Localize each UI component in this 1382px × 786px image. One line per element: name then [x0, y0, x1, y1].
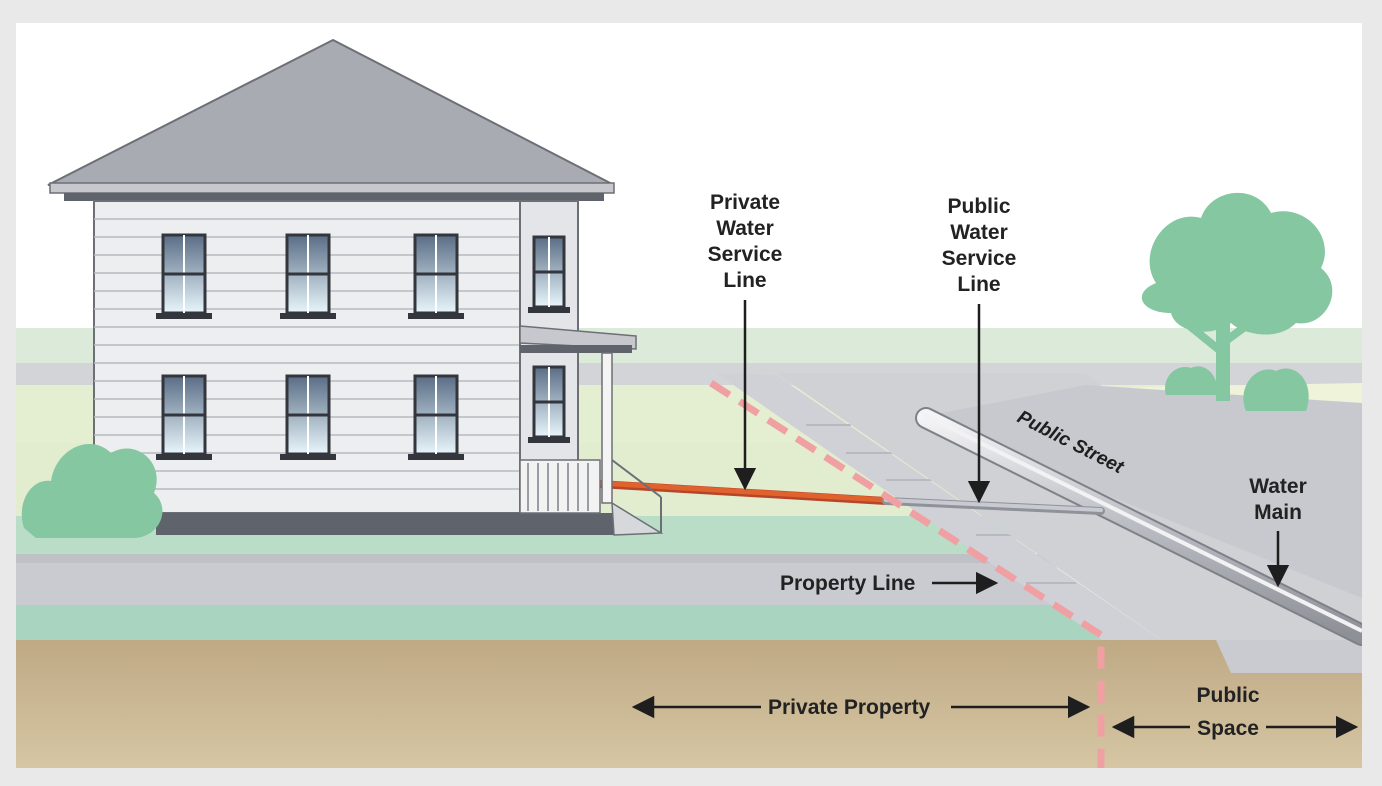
private-property-text: Private Property — [768, 696, 931, 719]
shrub-icon — [21, 443, 163, 538]
water-main-label-2: Main — [1254, 501, 1302, 524]
water-service-diagram: Private Water Service Line Public Water … — [16, 23, 1362, 768]
private-line-label-1: Private — [710, 191, 780, 214]
public-line-label-3: Service — [942, 247, 1017, 270]
private-line-label-3: Service — [708, 243, 783, 266]
property-line-label: Property Line — [780, 571, 999, 595]
window — [408, 233, 464, 319]
public-line-label-4: Line — [957, 273, 1000, 296]
private-line-label-2: Water — [716, 217, 774, 240]
public-line-label: Public Water Service Line — [942, 195, 1017, 504]
public-space-label-1: Public — [1196, 684, 1259, 707]
public-line-label-2: Water — [950, 221, 1008, 244]
public-line-label-1: Public — [947, 195, 1010, 218]
property-line-text: Property Line — [780, 572, 915, 595]
property-line-marker — [709, 380, 1105, 768]
public-space-label: Public Space — [1111, 684, 1359, 740]
window — [528, 365, 570, 443]
water-main-label: Water Main — [1249, 475, 1307, 588]
service-line-pipes — [578, 479, 1105, 515]
diagram-canvas: Private Water Service Line Public Water … — [16, 38, 1362, 768]
shrub-icon — [1165, 366, 1309, 411]
window — [408, 374, 464, 460]
private-line-label: Private Water Service Line — [708, 191, 783, 491]
window — [280, 374, 336, 460]
private-property-label: Private Property — [631, 695, 1091, 719]
window — [528, 235, 570, 313]
window — [156, 374, 212, 460]
window — [280, 233, 336, 319]
tree-icon — [1141, 192, 1333, 401]
house-icon — [47, 38, 664, 536]
public-space-label-2: Space — [1197, 717, 1259, 740]
sidewalk — [16, 554, 1106, 641]
water-main-pipe — [915, 407, 1362, 646]
water-main-label-1: Water — [1249, 475, 1307, 498]
window — [156, 233, 212, 319]
private-line-label-4: Line — [723, 269, 766, 292]
underground-soil — [16, 640, 1362, 768]
